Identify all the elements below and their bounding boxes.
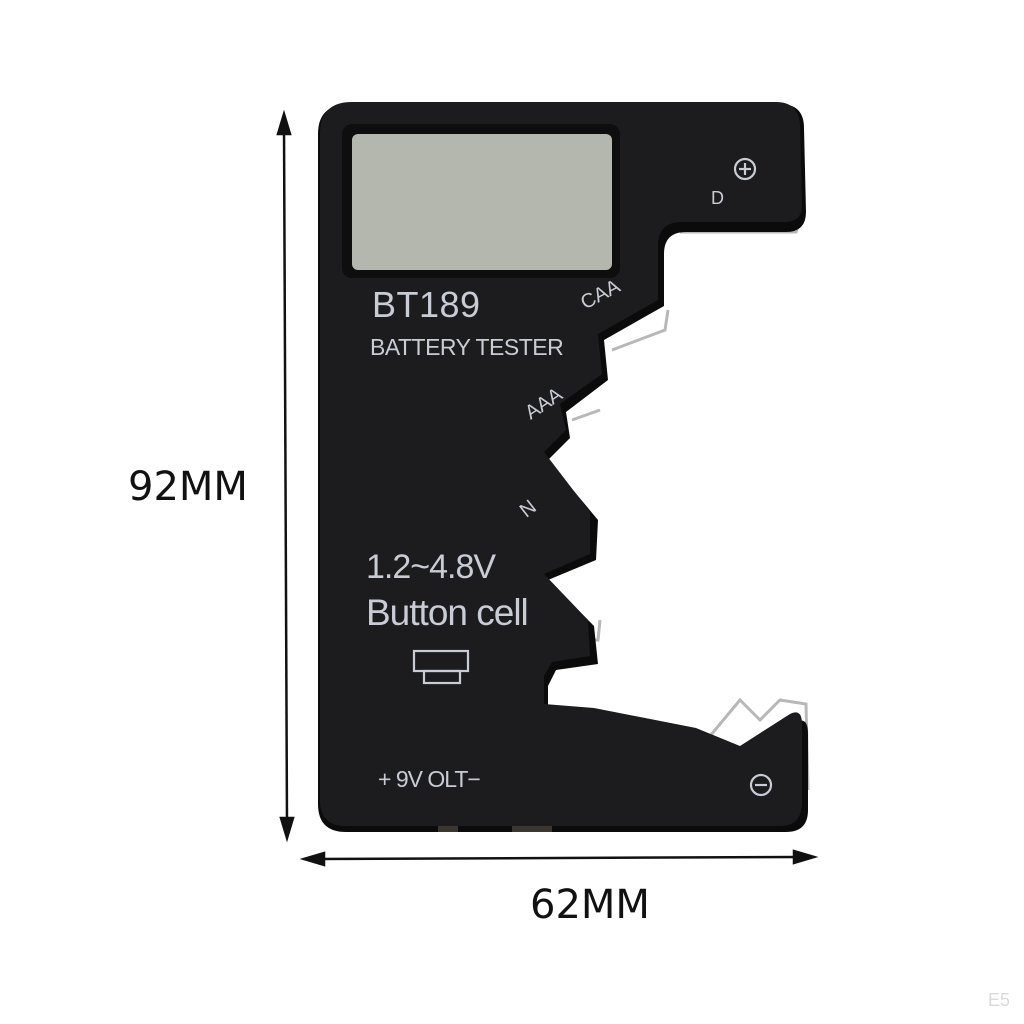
- device-body: [320, 102, 802, 826]
- slot-label-d: D: [711, 188, 724, 208]
- model-label: BT189: [372, 284, 481, 325]
- button-cell-icon: [412, 649, 470, 685]
- negative-spring-contact: [698, 697, 810, 791]
- height-dimension-arrow: [276, 109, 295, 843]
- plus-circle-icon: [733, 157, 757, 181]
- width-dimension-arrow: [299, 849, 819, 867]
- height-dimension-label: 92MM: [128, 464, 248, 510]
- lcd-screen: [352, 134, 612, 270]
- bottom-tab-right: [512, 826, 552, 832]
- caa-slot-contact: [611, 309, 670, 352]
- watermark: E5: [988, 990, 1011, 1010]
- width-dimension-label: 62MM: [530, 882, 650, 928]
- nine-volt-label: + 9V OLT−: [378, 766, 481, 792]
- product-subtitle: BATTERY TESTER: [370, 334, 564, 360]
- minus-circle-icon: [749, 773, 773, 797]
- aaa-slot-contact: [571, 408, 601, 422]
- bottom-tab-left: [438, 826, 458, 832]
- button-cell-voltage-range: 1.2~4.8V: [366, 548, 496, 586]
- button-cell-label: Button cell: [366, 592, 529, 633]
